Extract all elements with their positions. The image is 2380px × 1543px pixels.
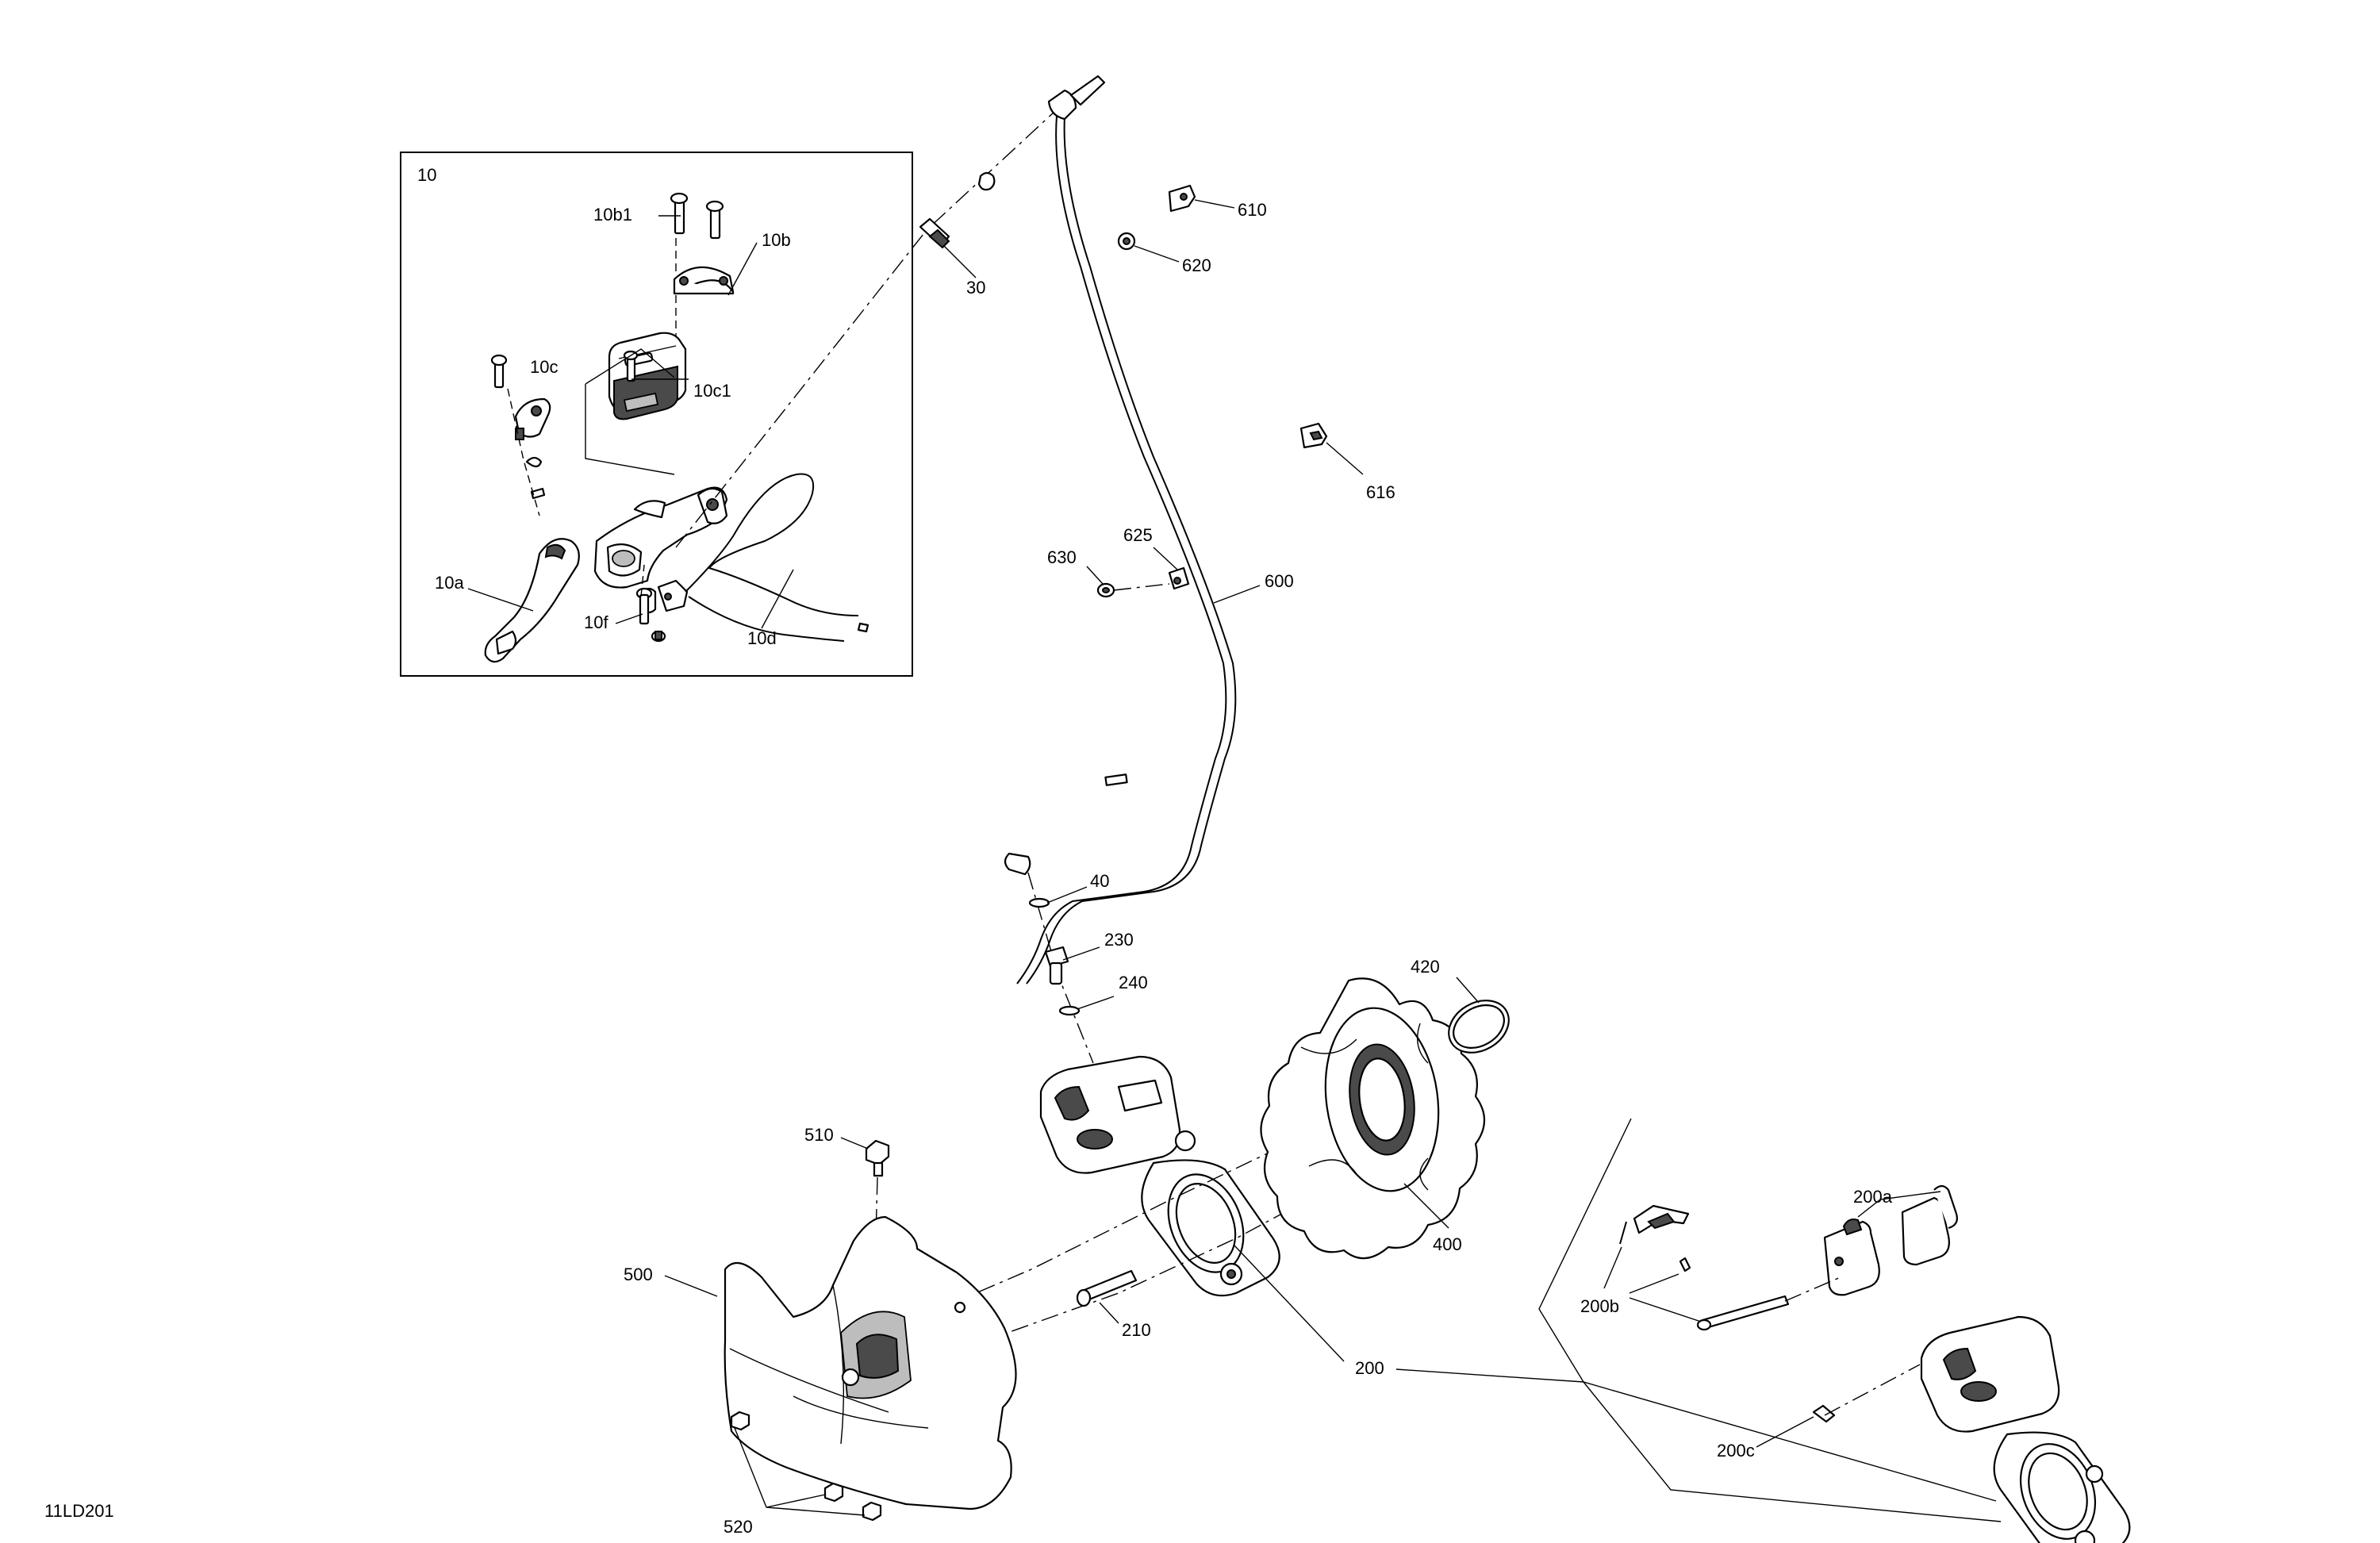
label-10b1: 10b1 (593, 205, 632, 225)
label-620: 620 (1182, 255, 1211, 275)
leader-240 (1077, 996, 1115, 1010)
leader-10b (727, 242, 758, 296)
part-10f-screw[interactable] (635, 587, 666, 643)
part-lever-pivot-bolt[interactable] (490, 354, 551, 500)
label-616: 616 (1366, 482, 1395, 502)
leader-400 (1403, 1183, 1449, 1229)
leader-616 (1326, 442, 1364, 475)
label-520: 520 (724, 1517, 753, 1537)
inset-frame (400, 152, 913, 677)
axis-200c (1824, 1364, 1921, 1416)
part-10b-clamp[interactable] (673, 266, 735, 295)
leader-420 (1456, 977, 1480, 1004)
leader-520 (734, 1427, 866, 1516)
part-520-nuts[interactable] (730, 1411, 882, 1522)
part-420-o-ring[interactable] (1439, 990, 1518, 1063)
leader-200b (1603, 1246, 1702, 1322)
label-625: 625 (1123, 525, 1153, 545)
axis-200b (1784, 1276, 1841, 1302)
leader-210 (1099, 1302, 1119, 1324)
leader-620 (1134, 245, 1180, 263)
bracket-200 (1538, 1118, 2002, 1522)
label-30: 30 (966, 278, 985, 297)
part-200c-caliper-body[interactable] (1812, 1315, 2131, 1543)
leader-10a (467, 588, 534, 612)
label-40: 40 (1090, 871, 1109, 891)
part-500-guard[interactable] (724, 1215, 1017, 1510)
part-630-washer[interactable] (1096, 582, 1115, 598)
leader-200a (1857, 1191, 1941, 1218)
part-620-nut[interactable] (1117, 232, 1136, 251)
leader-200 (1234, 1245, 1997, 1502)
label-10c: 10c (530, 357, 558, 377)
leader-30 (943, 245, 977, 278)
part-brake-switch[interactable] (657, 579, 689, 612)
part-40-washer[interactable] (1028, 897, 1050, 908)
part-625-clip[interactable] (1168, 566, 1190, 590)
axis-master-to-hose (675, 110, 1056, 548)
part-210-pin[interactable] (1076, 1269, 1138, 1307)
axis-510 (875, 1176, 878, 1238)
bracket-10c (585, 348, 675, 475)
part-200a-brake-pads[interactable] (1823, 1184, 1958, 1296)
label-10d: 10d (747, 628, 777, 648)
label-610: 610 (1238, 200, 1267, 220)
part-10d-harness[interactable] (685, 473, 869, 642)
leader-40 (1046, 886, 1088, 904)
label-600: 600 (1265, 571, 1294, 591)
leader-630 (1086, 566, 1104, 585)
label-420: 420 (1411, 957, 1440, 977)
leader-625 (1153, 547, 1178, 570)
label-510: 510 (804, 1125, 834, 1145)
label-230: 230 (1104, 930, 1134, 950)
part-600-brake-hose[interactable] (1004, 75, 1237, 985)
label-630: 630 (1047, 547, 1077, 567)
label-400: 400 (1433, 1234, 1462, 1254)
label-500: 500 (624, 1265, 653, 1284)
label-200a: 200a (1853, 1187, 1893, 1207)
label-240: 240 (1119, 973, 1148, 992)
label-10a: 10a (435, 573, 464, 593)
part-400-brake-disc[interactable] (1260, 977, 1485, 1260)
part-200b-spring-and-pin[interactable] (1619, 1204, 1790, 1331)
axis-guard-caliper (919, 1114, 1349, 1318)
label-200b: 200b (1580, 1296, 1619, 1316)
label-10: 10 (417, 165, 436, 185)
part-230-banjo-bolt[interactable] (1044, 946, 1069, 985)
part-200-caliper[interactable] (1039, 1055, 1280, 1297)
part-240-washer[interactable] (1058, 1005, 1081, 1016)
part-510-screw[interactable] (865, 1139, 890, 1177)
label-10f: 10f (584, 612, 608, 632)
leader-510 (840, 1137, 869, 1150)
part-10b1-screws[interactable] (670, 192, 724, 240)
leader-10d (761, 569, 794, 629)
inset-master-cylinder-assembly: 10 10b1 10b 10c 10c1 10a 10f 10d (400, 152, 913, 677)
leader-600 (1213, 585, 1261, 604)
part-616-clip[interactable] (1299, 422, 1328, 449)
part-30-fitting[interactable] (919, 171, 996, 249)
axis-10f (640, 564, 645, 597)
leader-10f (615, 613, 643, 624)
label-10c1: 10c1 (693, 381, 731, 401)
leader-230 (1062, 946, 1100, 961)
label-10b: 10b (762, 230, 791, 250)
label-200c: 200c (1717, 1441, 1755, 1460)
part-10a-lever[interactable] (484, 538, 580, 663)
leader-500 (664, 1275, 718, 1297)
leader-200c (1756, 1416, 1814, 1448)
part-610-clip[interactable] (1168, 184, 1196, 213)
diagram-id: 11LD201 (44, 1501, 114, 1521)
part-10c-reservoir[interactable] (608, 332, 687, 420)
label-210: 210 (1122, 1320, 1151, 1340)
leader-610 (1194, 199, 1235, 209)
axis-625-630 (1113, 583, 1170, 591)
label-200: 200 (1355, 1358, 1384, 1378)
